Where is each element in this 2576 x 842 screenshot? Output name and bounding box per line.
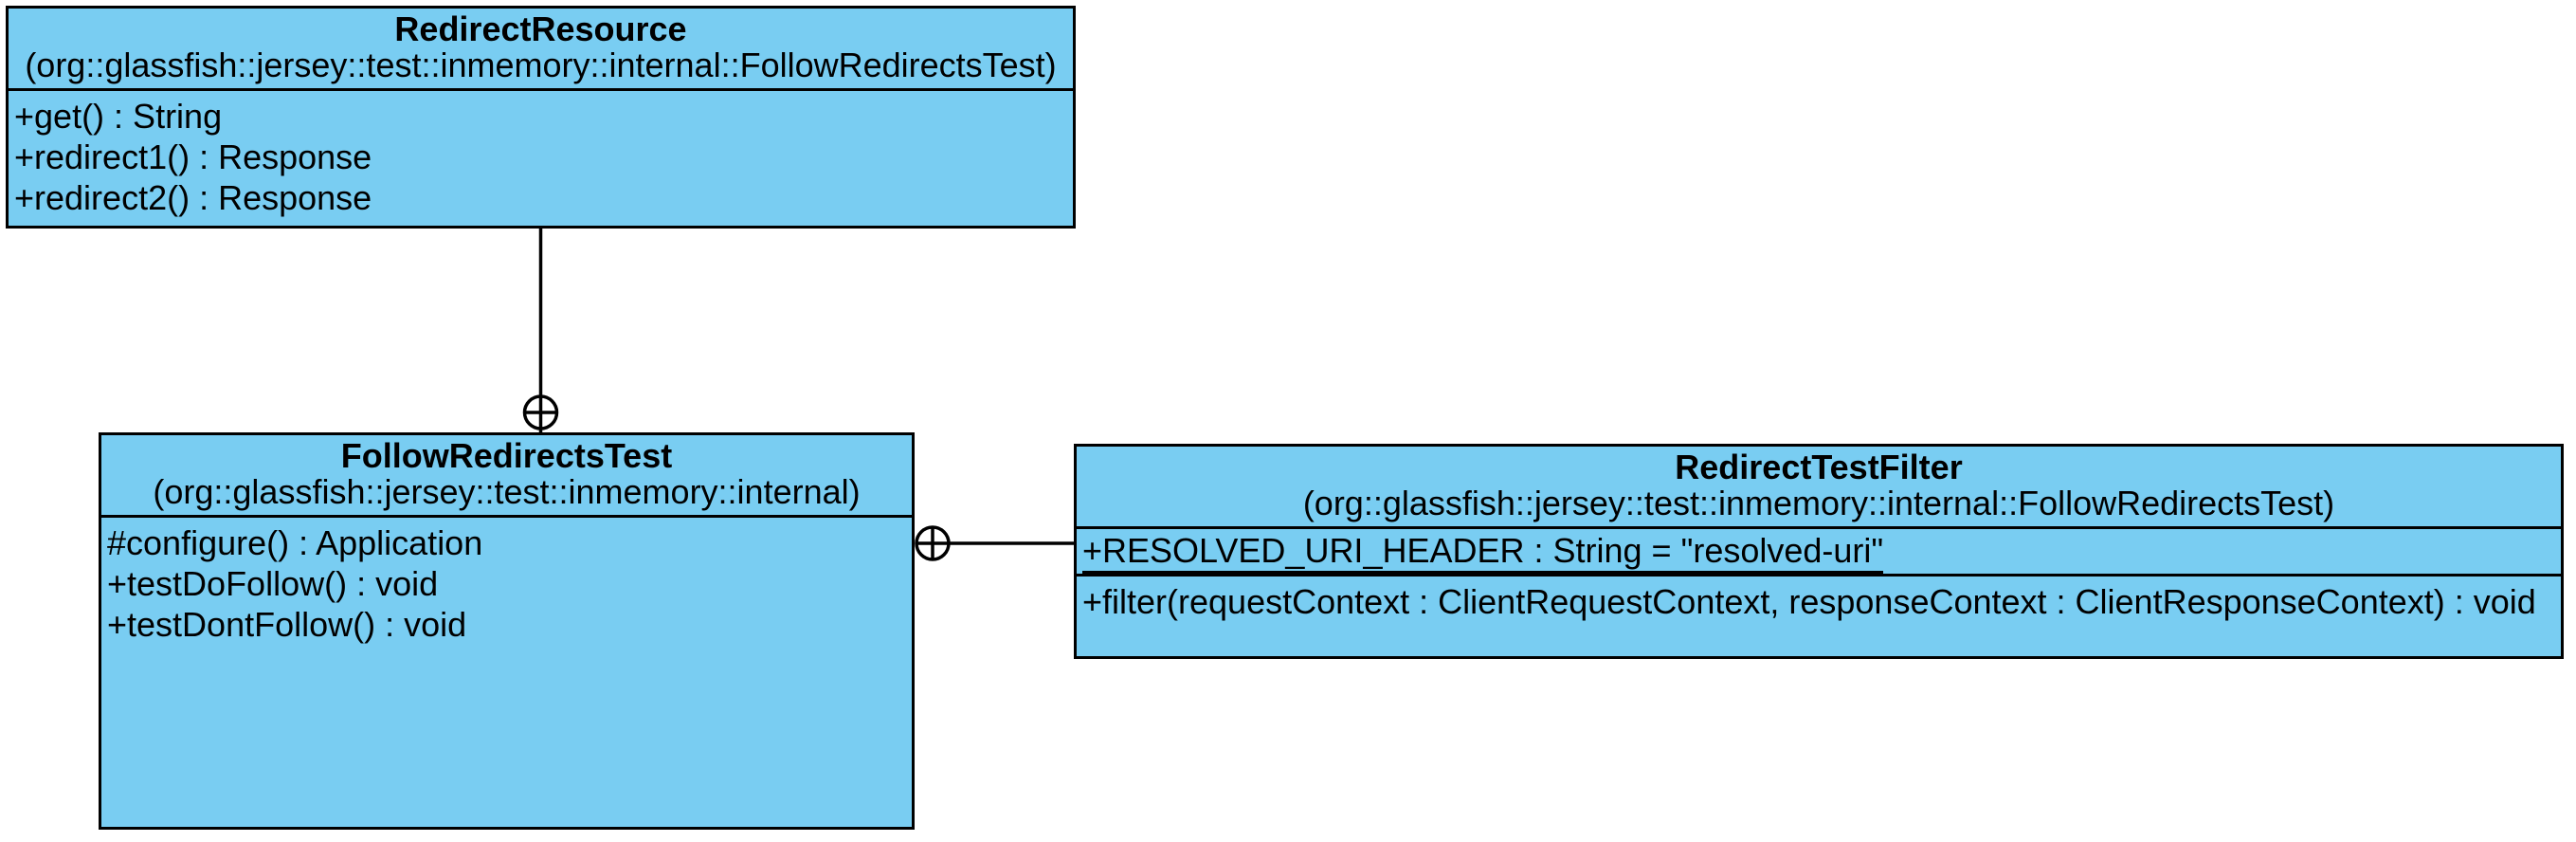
class-title: RedirectResource	[394, 9, 687, 48]
class-header: RedirectTestFilter (org::glassfish::jers…	[1077, 447, 2561, 529]
class-redirect-test-filter[interactable]: RedirectTestFilter (org::glassfish::jers…	[1074, 444, 2564, 659]
static-attribute: +RESOLVED_URI_HEADER : String = "resolve…	[1082, 531, 1884, 574]
method: +get() : String	[14, 97, 223, 136]
class-header: RedirectResource (org::glassfish::jersey…	[9, 9, 1073, 91]
method: +testDoFollow() : void	[107, 564, 439, 603]
method: +testDontFollow() : void	[107, 605, 467, 644]
method: +redirect1() : Response	[14, 137, 372, 176]
method: +filter(requestContext : ClientRequestCo…	[1082, 582, 2536, 621]
class-title: FollowRedirectsTest	[340, 436, 673, 475]
class-package: (org::glassfish::jersey::test::inmemory:…	[1302, 484, 2335, 522]
class-package: (org::glassfish::jersey::test::inmemory:…	[25, 46, 1057, 84]
class-header: FollowRedirectsTest (org::glassfish::jer…	[101, 435, 912, 518]
method: +redirect2() : Response	[14, 178, 372, 217]
method: #configure() : Application	[107, 523, 483, 562]
class-package: (org::glassfish::jersey::test::inmemory:…	[153, 472, 861, 511]
methods-compartment: +get() : String +redirect1() : Response …	[9, 91, 1073, 226]
containment-connector-vertical	[522, 228, 559, 432]
class-redirect-resource[interactable]: RedirectResource (org::glassfish::jersey…	[6, 6, 1076, 229]
methods-compartment: +filter(requestContext : ClientRequestCo…	[1077, 577, 2561, 656]
containment-connector-horizontal	[915, 525, 1074, 561]
containment-circle-plus-icon	[915, 525, 951, 561]
containment-circle-plus-icon	[522, 394, 559, 432]
attributes-compartment: +RESOLVED_URI_HEADER : String = "resolve…	[1077, 529, 2561, 577]
methods-compartment: #configure() : Application +testDoFollow…	[101, 518, 912, 827]
class-follow-redirects-test[interactable]: FollowRedirectsTest (org::glassfish::jer…	[99, 432, 915, 830]
class-title: RedirectTestFilter	[1675, 448, 1963, 486]
